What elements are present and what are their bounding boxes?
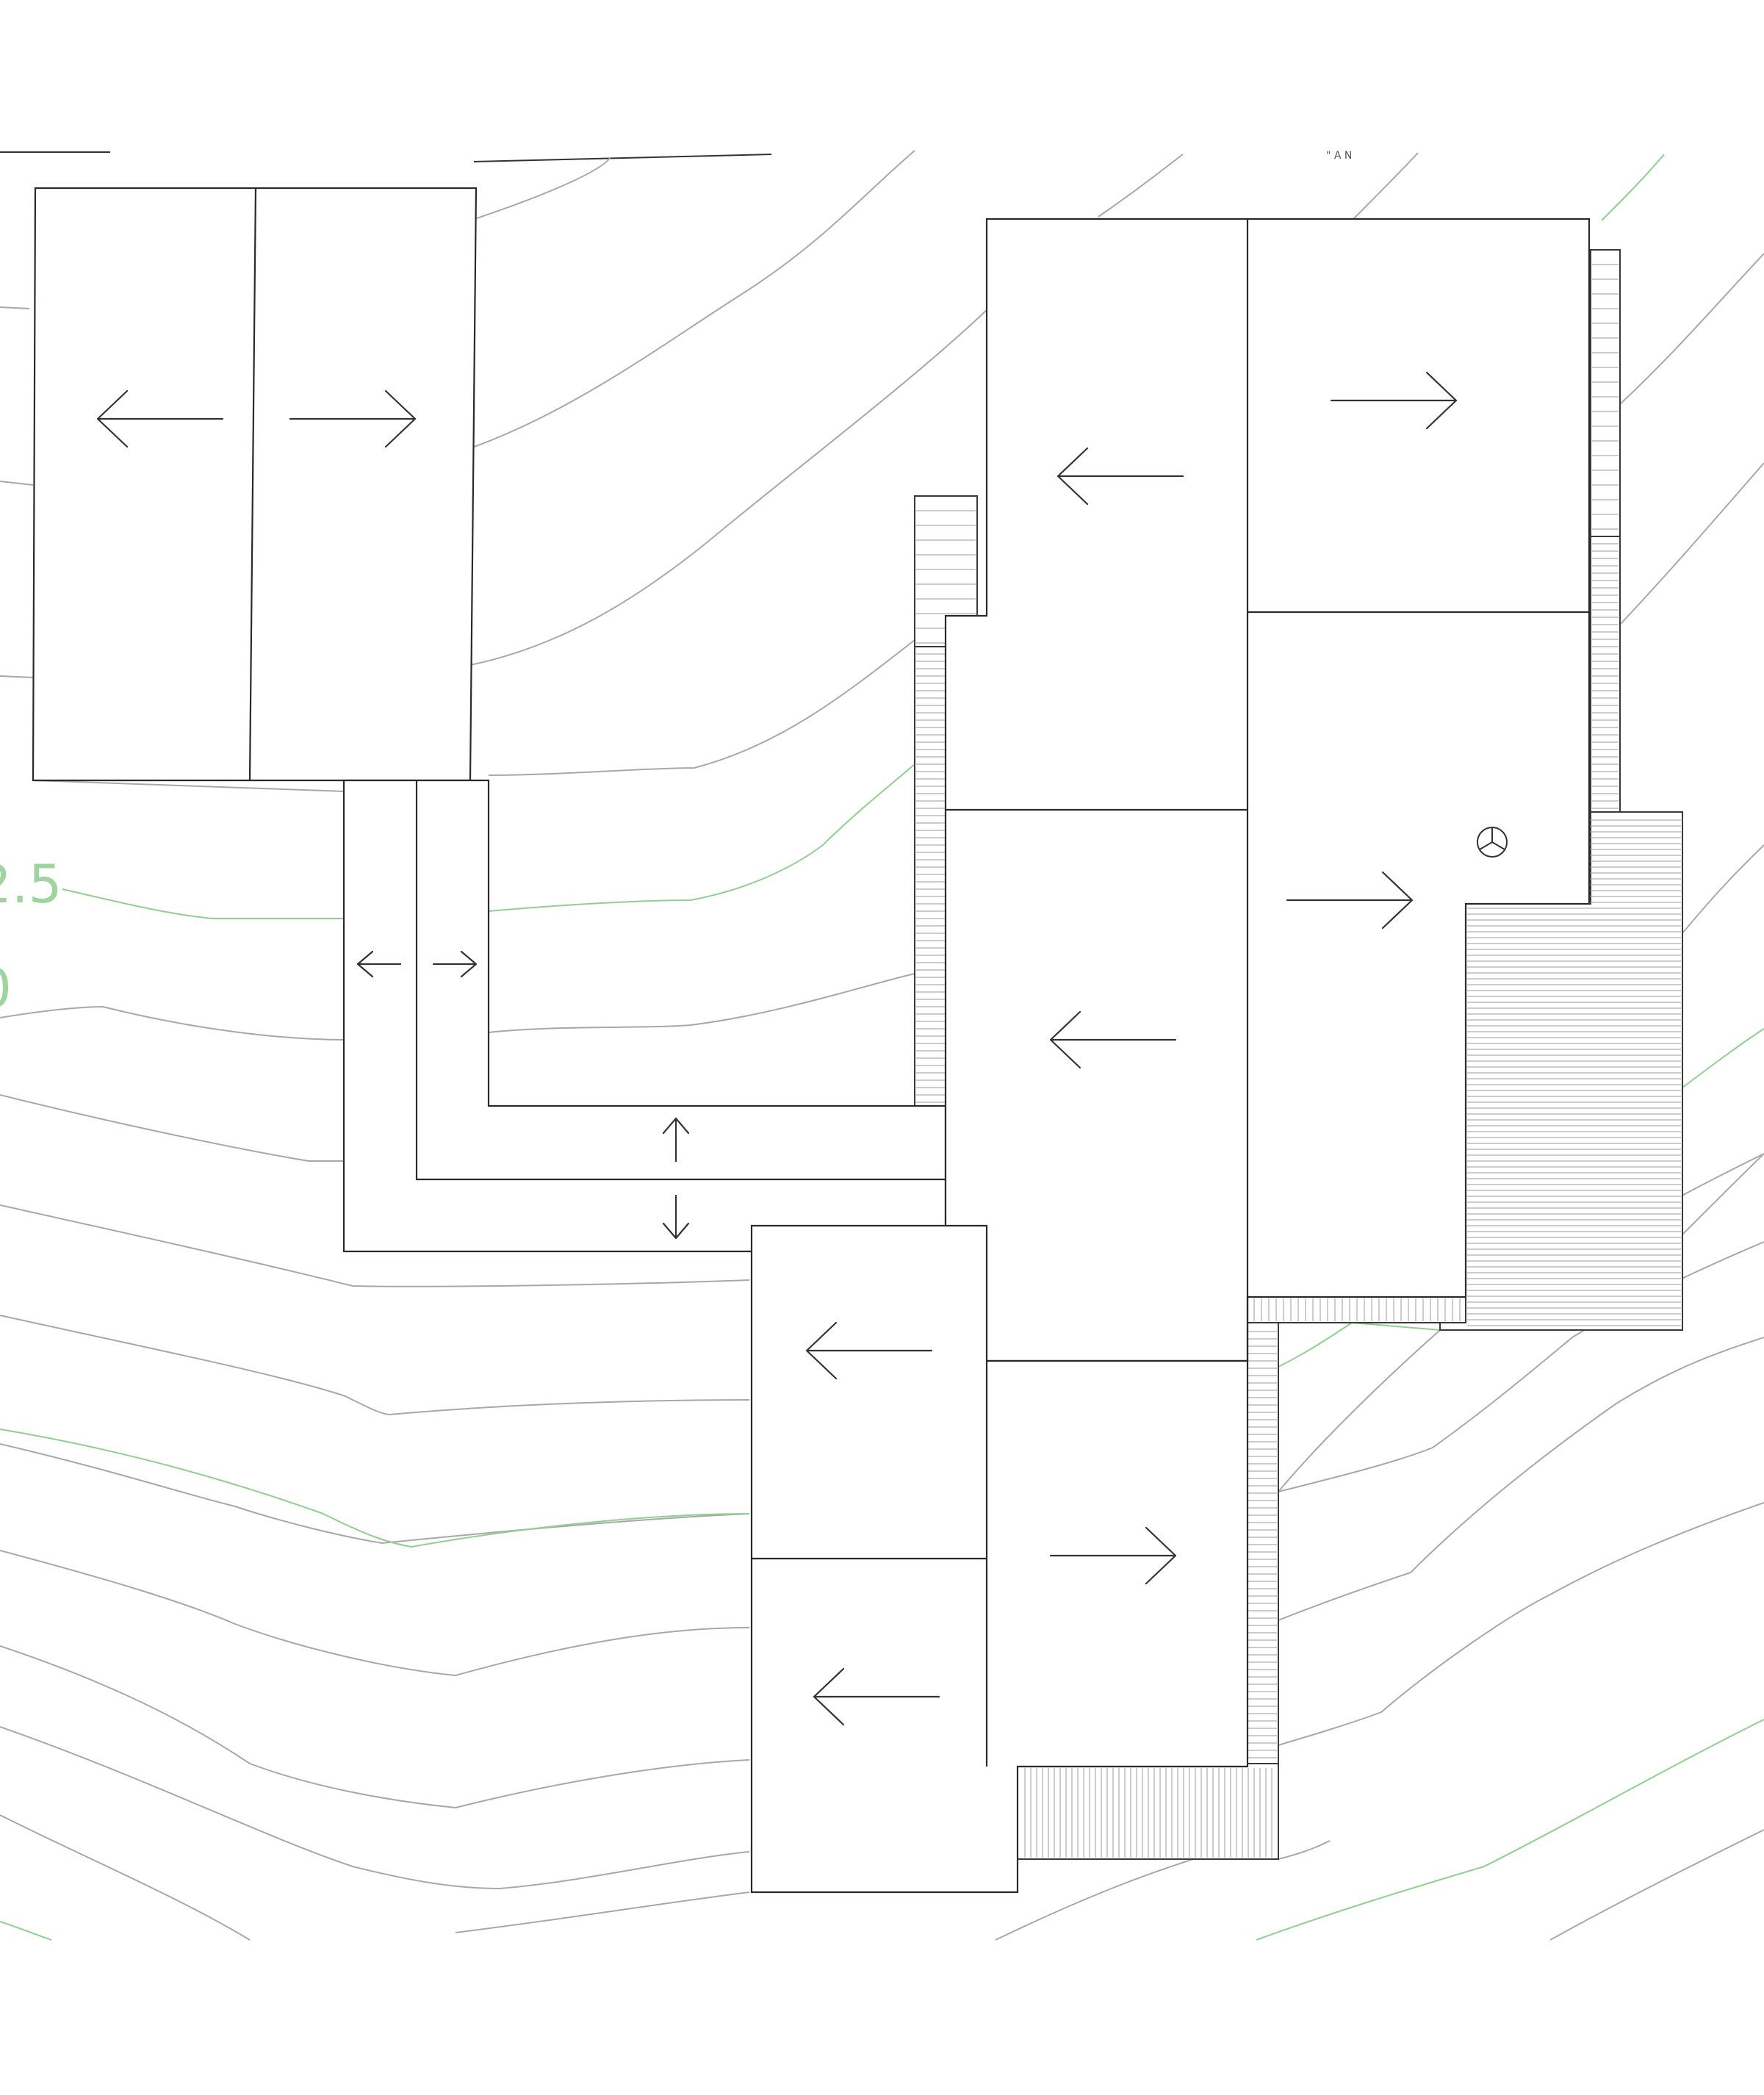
ridge-connector [415, 780, 946, 1181]
chimney-vent-icon [1477, 827, 1508, 858]
slope-arrow-main-right-2 [1286, 871, 1414, 930]
slope-arrow-main-right-1 [1330, 371, 1458, 430]
contour-label-0: 0 [0, 957, 12, 1019]
terrace-decks [914, 249, 1683, 1860]
slope-arrow-garage-right [289, 389, 417, 448]
roof-connector [342, 779, 947, 1253]
slope-arrow-connector-up [662, 1117, 690, 1163]
ridge-garage [248, 187, 257, 781]
contour-lines [0, 150, 1764, 1941]
deck-mid-strip [1245, 1296, 1466, 1323]
roof-slope-arrows [96, 371, 1458, 1726]
roof-south-wing [750, 1224, 1249, 1894]
slope-arrow-main-left-2 [1049, 1010, 1177, 1069]
slope-arrow-south-left-2 [813, 1667, 940, 1726]
slope-arrow-connector-right [432, 950, 478, 978]
stair-right [1590, 249, 1621, 537]
index-contours: 2.5 0 [0, 154, 1764, 1941]
slope-arrow-garage-left [96, 389, 224, 448]
slope-arrow-connector-down [662, 1194, 690, 1240]
deck-hatching [916, 543, 1681, 1858]
slope-arrow-south-left-1 [805, 1321, 933, 1380]
slope-arrow-south-right [1049, 1526, 1177, 1585]
site-edge-lines: " A N [0, 150, 1352, 162]
roof-planes [32, 187, 1591, 1894]
slope-arrow-main-left-1 [1056, 447, 1184, 506]
contour-label-2-5: 2.5 [0, 853, 62, 915]
slope-arrow-connector-left [356, 950, 402, 978]
edge-text: " A N [1326, 150, 1352, 162]
